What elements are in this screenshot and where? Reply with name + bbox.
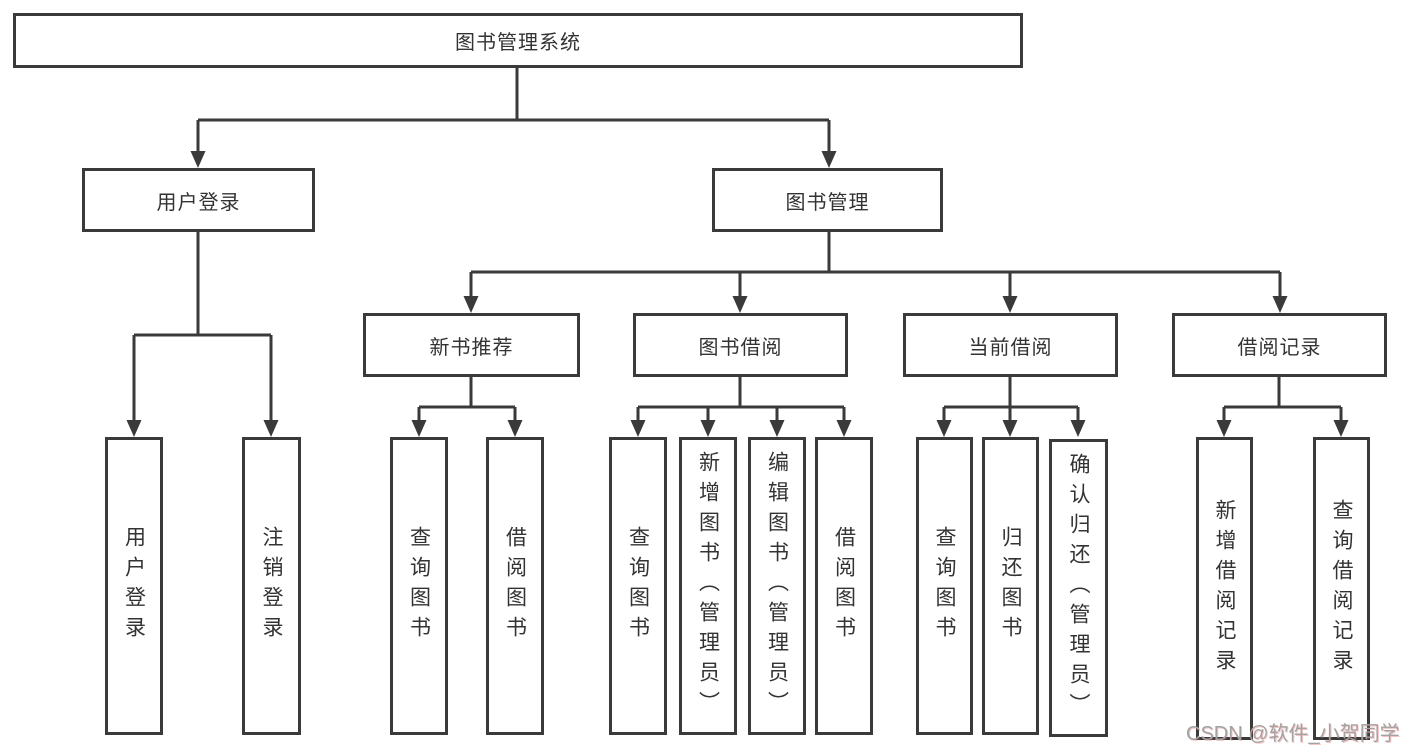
leaf-query-borrow-record: 查询借阅记录	[1313, 437, 1370, 740]
leaf-query-books-current: 查询图书	[916, 437, 973, 735]
leaf-query-books-recommend: 查询图书	[390, 437, 448, 735]
leaf-confirm-return-admin: 确认归还（管理员）	[1049, 439, 1108, 737]
node-book-management: 图书管理	[712, 168, 943, 232]
node-borrow-records: 借阅记录	[1172, 313, 1387, 377]
leaf-query-books-borrow: 查询图书	[609, 437, 667, 735]
leaf-return-book: 归还图书	[982, 437, 1039, 735]
node-current-borrow: 当前借阅	[903, 313, 1118, 377]
node-new-book-recommend: 新书推荐	[363, 313, 580, 377]
leaf-add-book-admin: 新增图书（管理员）	[679, 437, 737, 735]
arrowheads	[126, 151, 1349, 437]
leaf-user-login: 用户登录	[105, 437, 163, 735]
node-book-borrow: 图书借阅	[633, 313, 848, 377]
leaf-borrow-books-recommend: 借阅图书	[486, 437, 544, 735]
leaf-logout: 注销登录	[242, 437, 301, 735]
node-user-login: 用户登录	[82, 168, 315, 232]
node-library-system: 图书管理系统	[13, 13, 1023, 68]
leaf-edit-book-admin: 编辑图书（管理员）	[748, 437, 806, 735]
leaf-add-borrow-record: 新增借阅记录	[1196, 437, 1253, 740]
csdn-watermark: CSDN @软件_小贺同学	[1186, 723, 1400, 745]
leaf-borrow-books-borrow: 借阅图书	[815, 437, 873, 735]
